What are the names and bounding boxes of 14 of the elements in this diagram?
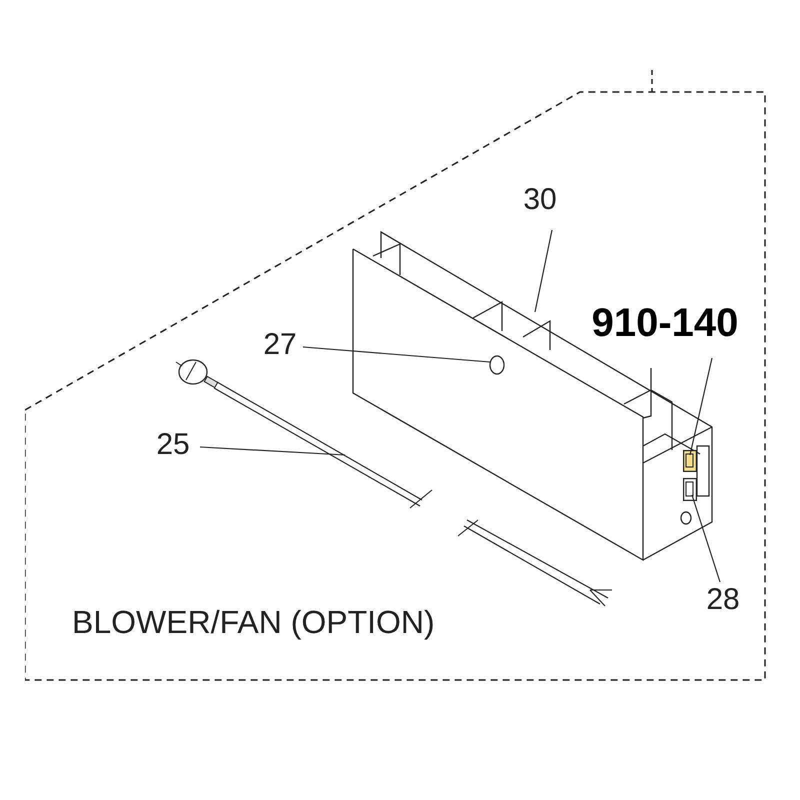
section-title: BLOWER/FAN (OPTION) (72, 606, 435, 638)
mounting-hole (489, 355, 505, 375)
callout-number: 25 (155, 427, 191, 463)
leader-line (200, 446, 346, 456)
callout-number: 30 (522, 182, 558, 218)
callout-number: 27 (262, 327, 298, 363)
leader-line (689, 358, 713, 456)
rocker-switch (683, 478, 697, 501)
rocker-switch (683, 450, 697, 472)
leader-line (302, 346, 490, 363)
part-number: 910-140 (590, 300, 740, 347)
leader-line (534, 230, 553, 312)
leader-line (691, 494, 721, 582)
callout-number: 28 (705, 582, 741, 618)
